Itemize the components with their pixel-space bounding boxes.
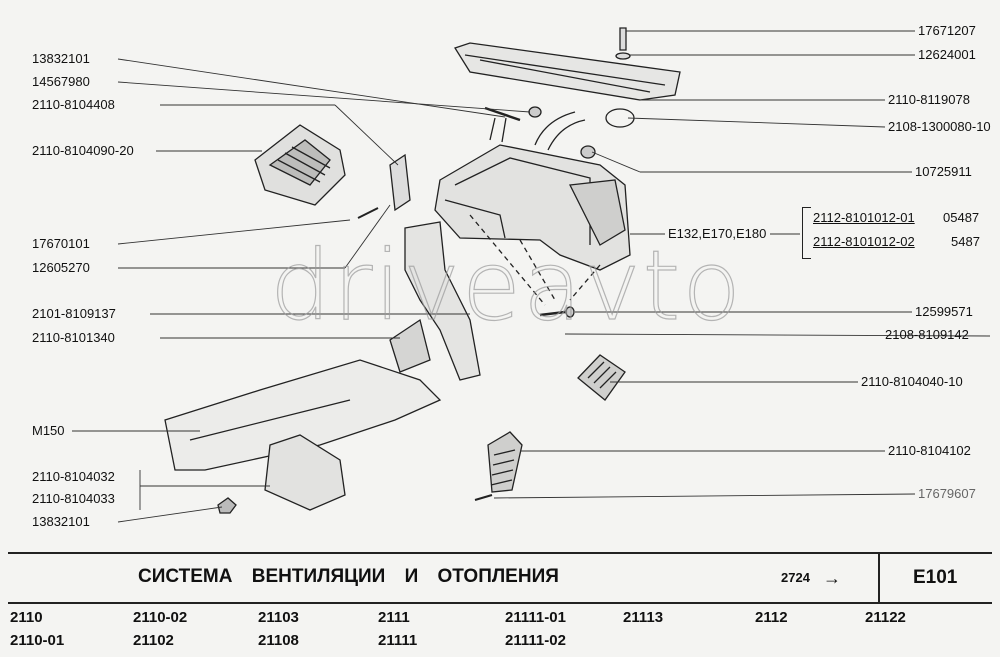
model-label: 2110-01 (10, 632, 65, 649)
part-label[interactable]: 2108-1300080-10 (888, 119, 991, 134)
part-label[interactable]: 2101-8109137 (32, 306, 116, 321)
heater-option-qty: 5487 (951, 234, 980, 249)
part-label[interactable]: 2110-8101340 (32, 330, 115, 345)
part-label[interactable]: 12599571 (915, 304, 973, 319)
title-bar: СИСТЕМА ВЕНТИЛЯЦИИ И ОТОПЛЕНИЯ 2724 → Е1… (8, 552, 992, 604)
heater-option-part[interactable]: 2112-8101012-01 (813, 210, 915, 225)
part-label[interactable]: 17679607 (918, 486, 976, 501)
model-label: 21102 (133, 632, 174, 649)
duct-part (404, 221, 481, 381)
divider (878, 554, 880, 602)
model-label: 2111 (378, 609, 410, 626)
watermark: driveavto (269, 229, 743, 342)
screw-part (619, 27, 627, 51)
part-label[interactable]: 2110-8119078 (888, 92, 970, 107)
heater-codes: Е132,Е170,Е180 (668, 226, 767, 241)
nut-part (580, 145, 596, 159)
part-label[interactable]: 12605270 (32, 260, 90, 275)
model-label: 21122 (865, 609, 906, 626)
part-label[interactable]: М150 (32, 423, 65, 438)
model-label: 21113 (623, 609, 664, 626)
part-label[interactable]: 2110-8104033 (32, 491, 115, 506)
hose-part (534, 111, 586, 151)
bracket-part (389, 153, 411, 212)
console-part (164, 359, 442, 471)
heater-option-part[interactable]: 2112-8101012-02 (813, 234, 915, 249)
part-label[interactable]: 2110-8104408 (32, 97, 115, 112)
part-label[interactable]: 2110-8104102 (888, 443, 971, 458)
model-label: 2110 (10, 609, 43, 626)
part-label[interactable]: 17671207 (918, 23, 976, 38)
model-label: 21111-02 (505, 632, 566, 649)
cross-member-part (454, 42, 681, 101)
part-label[interactable]: 2110-8104040-10 (861, 374, 963, 389)
model-label: 21111-01 (505, 609, 566, 626)
heater-option-qty: 05487 (943, 210, 980, 225)
part-label[interactable]: 17670101 (32, 236, 90, 251)
center-vent-part (577, 354, 626, 401)
floor-duct-part (264, 434, 346, 511)
part-label[interactable]: 12624001 (918, 47, 976, 62)
part-label[interactable]: 13832101 (32, 514, 90, 529)
model-label: 21108 (258, 632, 299, 649)
model-label: 21103 (258, 609, 299, 626)
section-code: Е101 (913, 567, 958, 588)
next-page-number[interactable]: 2724 (781, 570, 810, 585)
options-bracket (802, 207, 811, 259)
model-label: 21111 (378, 632, 418, 649)
washer-part (615, 52, 631, 60)
part-label[interactable]: 10725911 (915, 164, 972, 179)
part-label[interactable]: 13832101 (32, 51, 90, 66)
model-label: 2110-02 (133, 609, 188, 626)
part-label[interactable]: 2110-8104032 (32, 469, 115, 484)
part-label[interactable]: 14567980 (32, 74, 90, 89)
part-label[interactable]: 2108-8109142 (885, 327, 969, 342)
part-label[interactable]: 2110-8104090-20 (32, 143, 134, 158)
arrow-right-icon[interactable]: → (823, 568, 841, 588)
model-label: 2112 (755, 609, 788, 626)
exploded-parts-diagram (72, 27, 991, 523)
page-title: СИСТЕМА ВЕНТИЛЯЦИИ И ОТОПЛЕНИЯ (138, 566, 559, 587)
